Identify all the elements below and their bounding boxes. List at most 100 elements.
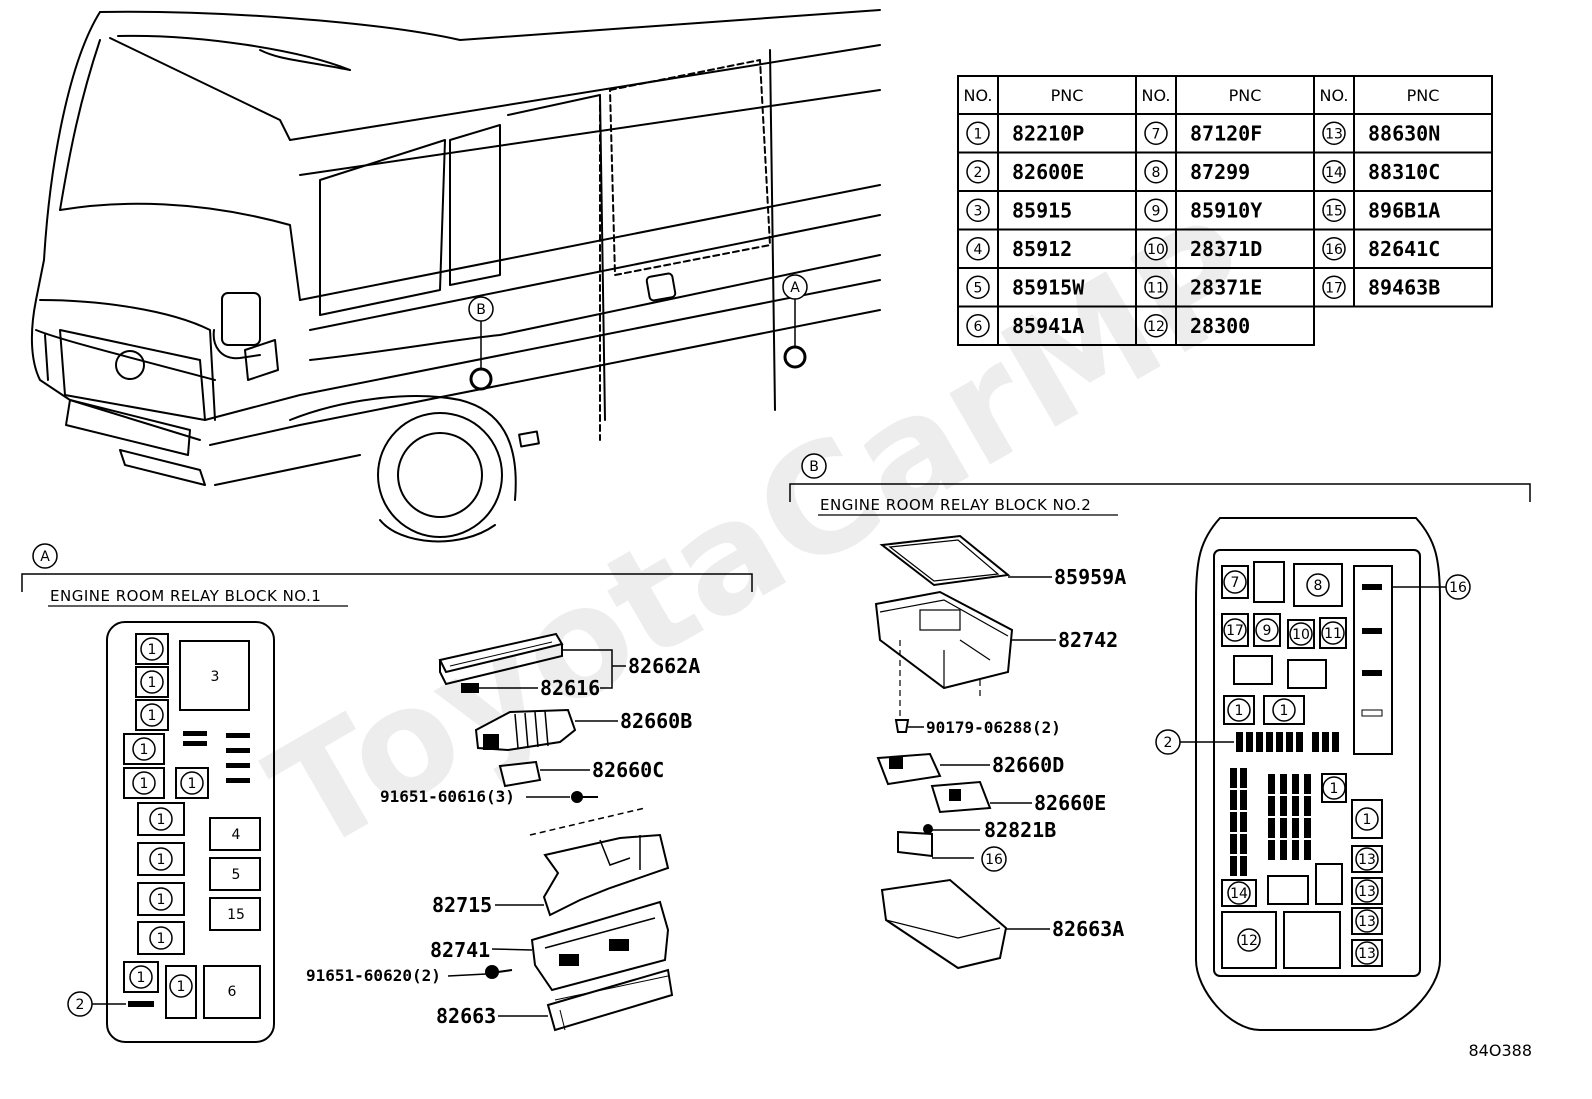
section-a-title: ENGINE ROOM RELAY BLOCK NO.1 <box>50 587 321 605</box>
pnc-code[interactable]: 82641C <box>1368 237 1440 261</box>
part-82742-label[interactable]: 82742 <box>1058 628 1118 652</box>
ref-number-circle <box>1355 909 1379 933</box>
callout-b-location <box>469 367 493 391</box>
part-82660C-label[interactable]: 82660C <box>592 758 664 782</box>
svg-text:4: 4 <box>232 827 241 843</box>
fuse-slot <box>137 921 185 955</box>
mini-fuse <box>1304 796 1311 816</box>
fuse-ref-1: 1 <box>157 812 166 828</box>
pnc-code[interactable]: 88630N <box>1368 121 1440 145</box>
mini-fuse <box>1230 812 1237 832</box>
ref-number: 8 <box>1152 165 1161 181</box>
fuse-ref-1: 1 <box>148 675 157 691</box>
block2-ref-number: 13 <box>1358 914 1376 930</box>
part-85959A-label[interactable]: 85959A <box>1054 565 1126 589</box>
pnc-code[interactable]: 87120F <box>1190 121 1262 145</box>
ref-number-circle <box>140 703 164 727</box>
fuse-ref-1: 1 <box>157 931 166 947</box>
pnc-code[interactable]: 82600E <box>1012 160 1084 184</box>
part-82741-label[interactable]: 82741 <box>430 938 490 962</box>
ref-number-circle <box>1272 698 1296 722</box>
block1-fuse-bars <box>128 731 250 1007</box>
fuse-slot <box>137 802 185 836</box>
ref-number-circle <box>1355 807 1379 831</box>
pnc-code[interactable]: 896B1A <box>1368 198 1440 222</box>
pnc-code[interactable]: 85910Y <box>1190 198 1262 222</box>
relay-block-1-layout: 3 4 5 15 6 <box>106 621 275 1043</box>
leaders-b <box>908 576 1056 930</box>
part-82663A-label[interactable]: 82663A <box>1052 917 1124 941</box>
leaders-a <box>447 649 626 1017</box>
mini-fuse <box>1296 732 1303 752</box>
fuse-slot <box>1287 619 1315 649</box>
pnc-code[interactable]: 28371D <box>1190 237 1262 261</box>
part-82715-label[interactable]: 82715 <box>432 893 492 917</box>
pnc-code[interactable]: 89463B <box>1368 275 1440 299</box>
mini-fuse <box>1304 840 1311 860</box>
block2-ref-number: 14 <box>1230 886 1248 902</box>
fuse-slot <box>1221 613 1249 647</box>
block2-ref-number: 13 <box>1358 946 1376 962</box>
mini-fuse <box>1240 834 1247 854</box>
ref-number-circle <box>1227 698 1251 722</box>
vehicle-callout-b[interactable]: B <box>468 296 494 391</box>
mini-fuse <box>1268 818 1275 838</box>
ref-number-circle <box>1322 121 1346 145</box>
block1-slot-1-tall <box>165 965 197 1019</box>
part-82616-label[interactable]: 82616 <box>540 676 600 700</box>
ref-number-circle <box>1322 275 1346 299</box>
fuse-ref-1: 1 <box>137 970 146 986</box>
block2-ref-number: 17 <box>1226 623 1244 639</box>
pnc-code[interactable]: 85941A <box>1012 314 1084 338</box>
mini-fuse <box>1240 768 1247 788</box>
part-91651-60620-label[interactable]: 91651-60620(2) <box>306 966 441 985</box>
part-82663-label[interactable]: 82663 <box>436 1004 496 1028</box>
ref-number: 1 <box>974 126 983 142</box>
part-90179-06288-label[interactable]: 90179-06288(2) <box>926 718 1061 737</box>
fuse-slot <box>135 666 169 698</box>
ref-number-circle <box>1144 160 1168 184</box>
block2-callout-16: 16 <box>1449 580 1467 596</box>
ref-number: 13 <box>1325 126 1343 142</box>
section-b-title: ENGINE ROOM RELAY BLOCK NO.2 <box>820 496 1091 514</box>
pnc-code[interactable]: 85915W <box>1012 275 1085 299</box>
block2-callout-2: 2 <box>1164 735 1173 751</box>
section-b-callout <box>801 453 827 479</box>
fuse-slot <box>135 699 169 731</box>
ref-number-circle <box>149 887 173 911</box>
ref-number-circle <box>129 965 153 989</box>
mini-fuse <box>1280 818 1287 838</box>
mini-fuse <box>1322 732 1329 752</box>
part-82660B-label[interactable]: 82660B <box>620 709 692 733</box>
mini-fuse <box>1286 732 1293 752</box>
pnc-code[interactable]: 85912 <box>1012 237 1072 261</box>
part-82660E-label[interactable]: 82660E <box>1034 791 1106 815</box>
ref-number-circle <box>1237 928 1261 952</box>
block2-relay-strip <box>1353 565 1393 755</box>
pnc-code[interactable]: 28371E <box>1190 275 1262 299</box>
part-82662A-label[interactable]: 82662A <box>628 654 700 678</box>
block1-callout-2: 2 <box>76 997 85 1013</box>
ref-number-circle <box>1255 618 1279 642</box>
part-82660D-label[interactable]: 82660D <box>992 753 1064 777</box>
mini-fuse <box>1230 834 1237 854</box>
fuse-slot <box>137 882 185 916</box>
svg-text:15: 15 <box>227 907 245 923</box>
block2-ref-number: 7 <box>1231 575 1240 591</box>
pnc-code[interactable]: 85915 <box>1012 198 1072 222</box>
block2-ref-number: 1 <box>1280 703 1289 719</box>
ref-number-circle <box>1144 314 1168 338</box>
svg-text:3: 3 <box>211 669 220 685</box>
pnc-code[interactable]: 28300 <box>1190 314 1250 338</box>
pnc-code[interactable]: 87299 <box>1190 160 1250 184</box>
block2-ref-number: 1 <box>1330 781 1339 797</box>
part-16-callout[interactable]: 16 <box>985 852 1003 868</box>
pnc-code[interactable]: 82210P <box>1012 121 1084 145</box>
vehicle-callout-a[interactable]: A <box>782 274 808 369</box>
part-91651-60616-label[interactable]: 91651-60616(3) <box>380 787 515 806</box>
part-82821B-label[interactable]: 82821B <box>984 818 1056 842</box>
ref-number-circle <box>1289 622 1313 646</box>
pnc-code[interactable]: 88310C <box>1368 160 1440 184</box>
